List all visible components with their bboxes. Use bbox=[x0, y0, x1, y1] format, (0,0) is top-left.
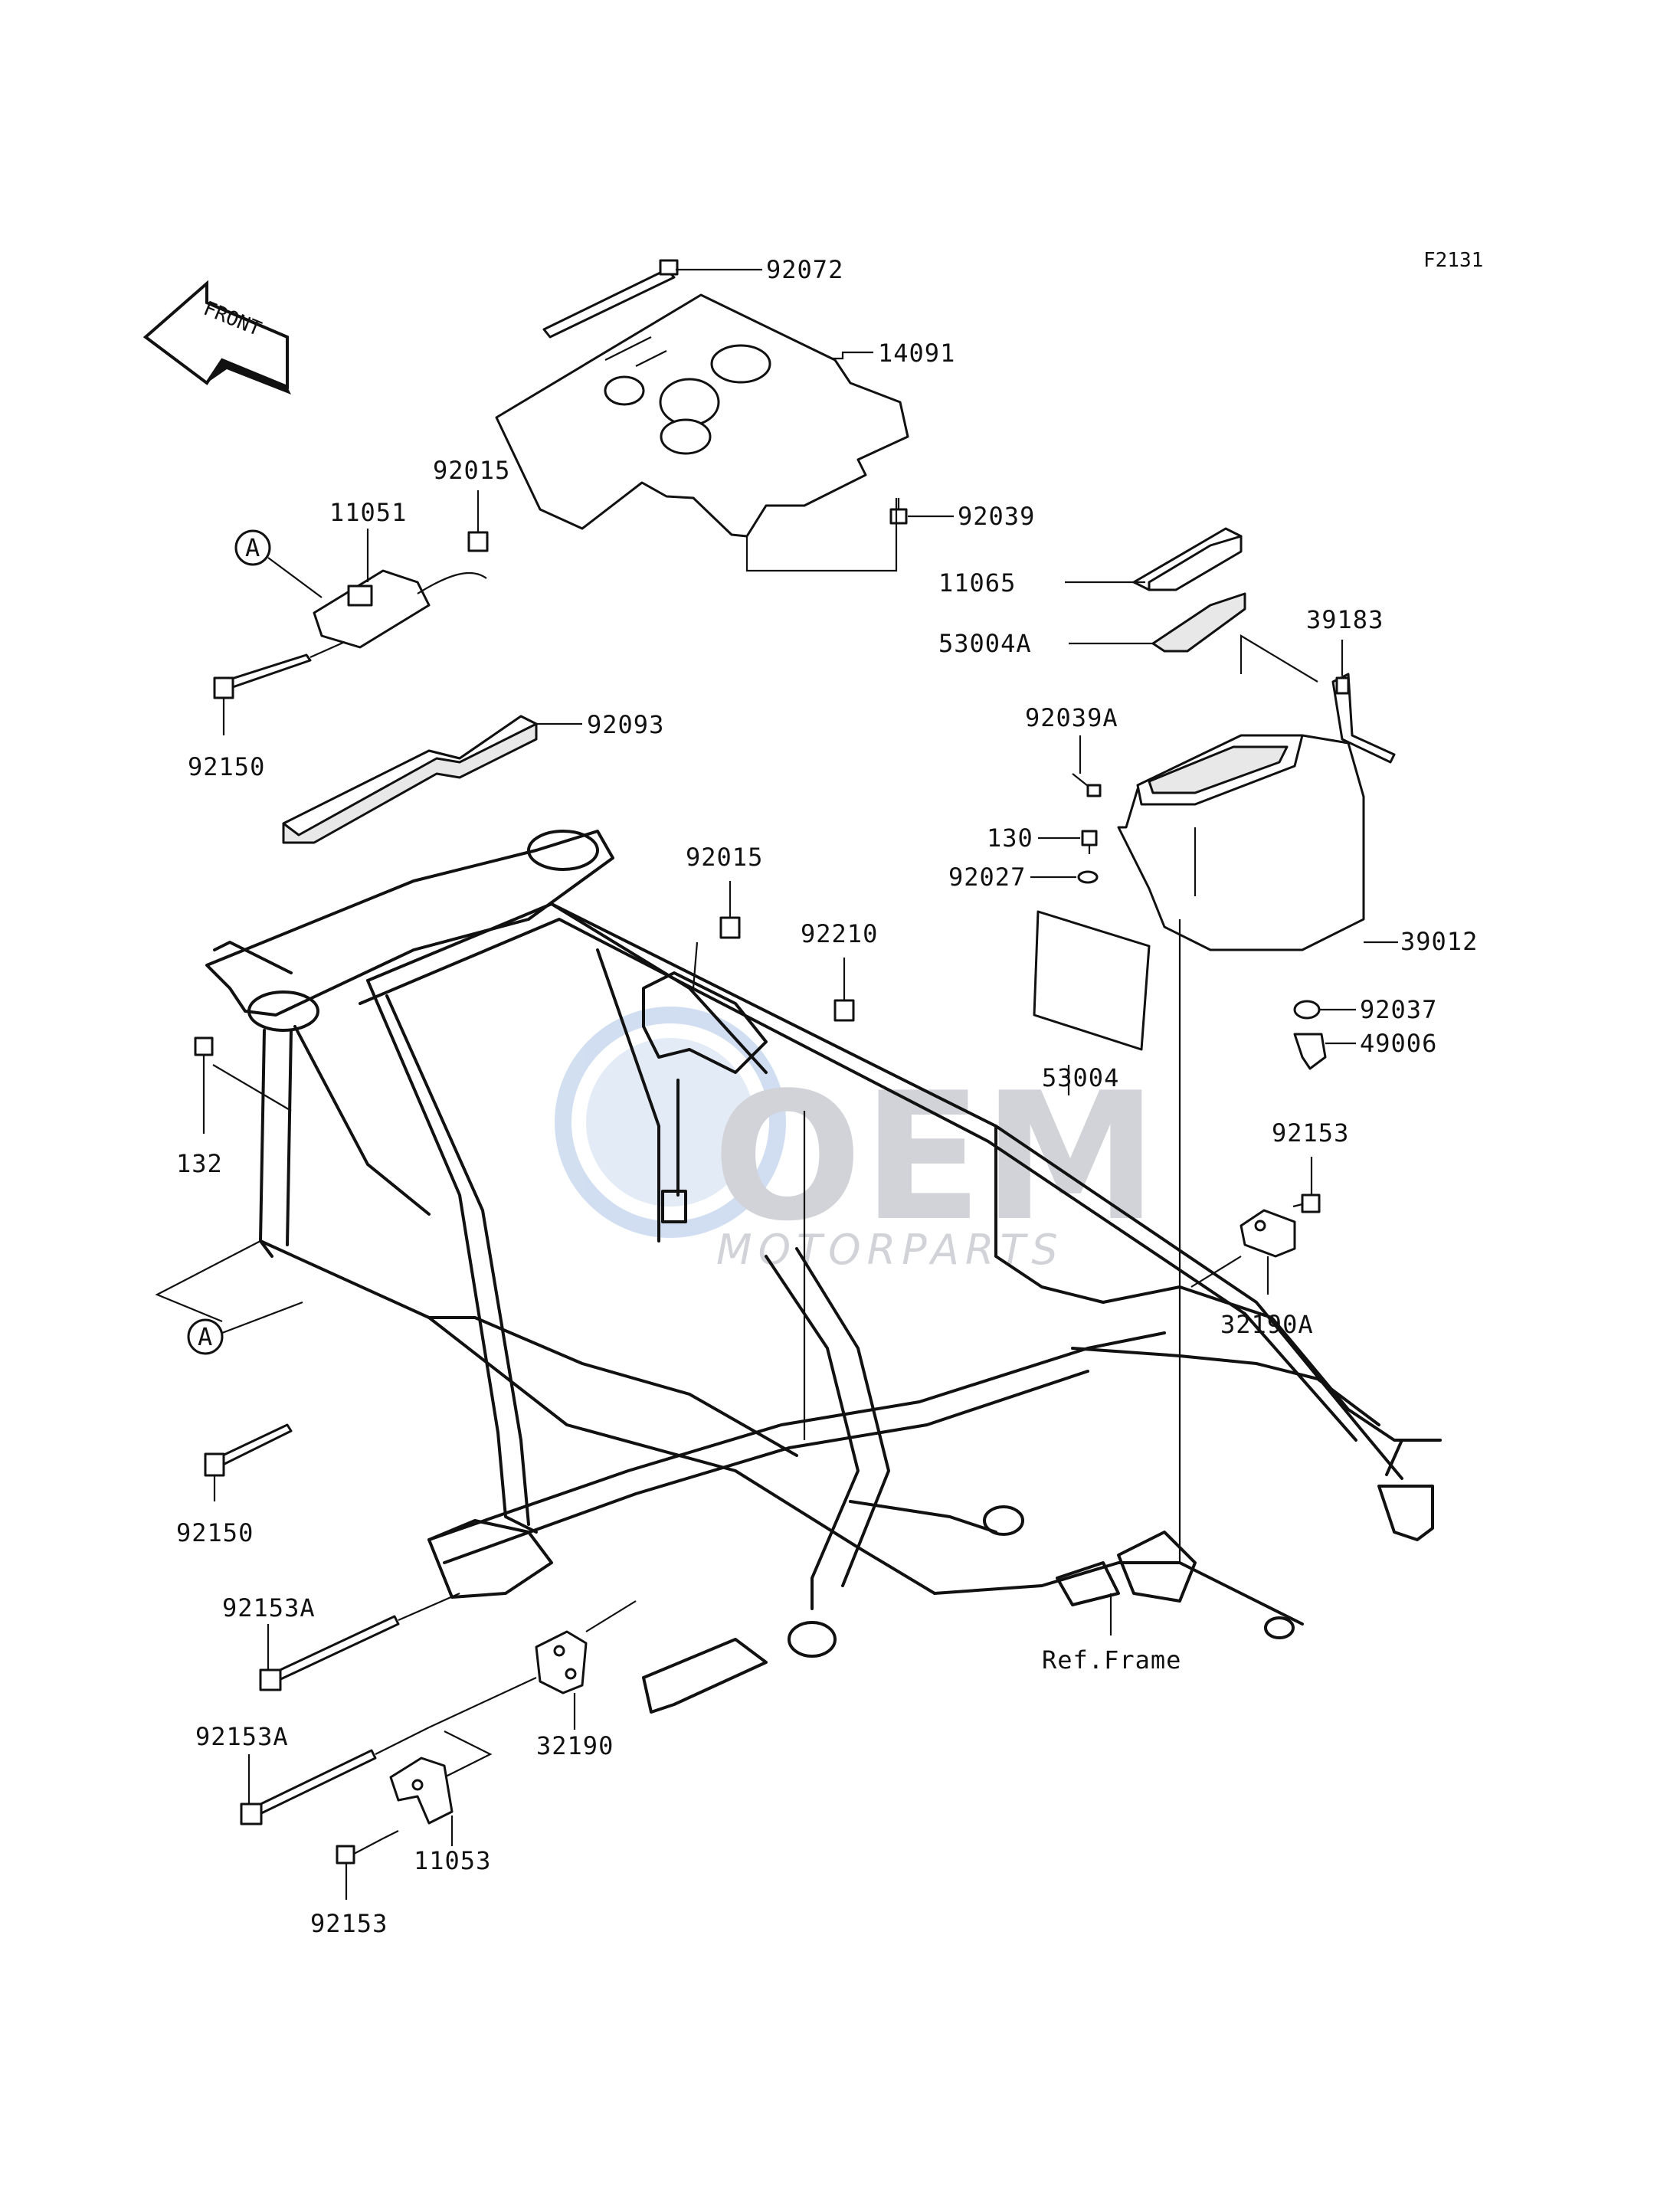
atv-frame bbox=[205, 830, 1442, 1714]
ref-frame-label: Ref.Frame bbox=[1042, 1645, 1181, 1675]
bolt-92039 bbox=[889, 498, 908, 525]
bolt-92153A-2 bbox=[240, 1749, 377, 1825]
watermark: OEM MOTORPARTS bbox=[555, 1007, 1158, 1274]
front-arrow-icon: FRONT bbox=[142, 280, 291, 395]
label-39012: 39012 bbox=[1400, 927, 1478, 956]
label-11065: 11065 bbox=[938, 568, 1016, 598]
label-92153-bottom: 92153 bbox=[310, 1909, 388, 1938]
airbox-39012 bbox=[1117, 734, 1365, 951]
diagram-code: F2131 bbox=[1423, 249, 1483, 272]
label-92093: 92093 bbox=[587, 710, 664, 739]
label-53004A: 53004A bbox=[938, 629, 1032, 658]
label-130: 130 bbox=[987, 823, 1033, 853]
label-92210: 92210 bbox=[801, 919, 878, 948]
plate-32190A bbox=[1240, 1209, 1296, 1258]
bolt-132 bbox=[194, 1036, 214, 1056]
gasket-53004A bbox=[1151, 592, 1246, 653]
label-92015-mid: 92015 bbox=[686, 843, 763, 872]
label-92150-top: 92150 bbox=[188, 752, 265, 781]
label-92039: 92039 bbox=[958, 502, 1035, 531]
label-92153A-1: 92153A bbox=[222, 1593, 316, 1622]
label-39183: 39183 bbox=[1306, 605, 1384, 634]
pad-92093 bbox=[282, 715, 538, 844]
clamp-92037 bbox=[1293, 1000, 1321, 1020]
label-132: 132 bbox=[176, 1149, 223, 1178]
nut-92015-top bbox=[467, 531, 489, 552]
filter-53004 bbox=[1033, 910, 1151, 1051]
label-92027: 92027 bbox=[948, 863, 1026, 892]
label-14091: 14091 bbox=[878, 339, 955, 368]
label-32190: 32190 bbox=[536, 1731, 614, 1760]
callout-a-bottom: A bbox=[198, 1322, 213, 1351]
label-11051: 11051 bbox=[329, 498, 407, 527]
label-92015-top: 92015 bbox=[433, 456, 510, 485]
label-92037: 92037 bbox=[1360, 995, 1437, 1024]
label-92072: 92072 bbox=[766, 255, 843, 284]
label-49006: 49006 bbox=[1360, 1029, 1437, 1058]
callout-a-top-icon bbox=[234, 529, 271, 566]
label-92150-bottom: 92150 bbox=[176, 1518, 254, 1547]
bolt-92150-bottom bbox=[204, 1423, 293, 1477]
bracket-11053 bbox=[389, 1757, 454, 1825]
screw-92039A bbox=[1072, 773, 1102, 797]
label-92153A-2: 92153A bbox=[195, 1722, 289, 1751]
label-92039A: 92039A bbox=[1025, 703, 1118, 732]
bolt-92153A-1 bbox=[259, 1615, 400, 1691]
pad-11065 bbox=[1132, 527, 1243, 591]
label-53004: 53004 bbox=[1042, 1063, 1119, 1092]
label-11053: 11053 bbox=[414, 1846, 491, 1875]
nut-92015-mid bbox=[719, 916, 741, 939]
nut-92210 bbox=[833, 999, 855, 1022]
callout-a-top: A bbox=[245, 533, 260, 562]
bracket-39183 bbox=[1331, 673, 1396, 764]
bolt-92153-right bbox=[1292, 1193, 1321, 1213]
bolt-92150-top bbox=[213, 653, 312, 699]
bolt-130 bbox=[1081, 830, 1098, 854]
callout-a-bottom-icon bbox=[187, 1318, 224, 1355]
washer-92027 bbox=[1077, 870, 1099, 884]
bolt-92153-bottom bbox=[336, 1838, 384, 1865]
label-92153-right: 92153 bbox=[1272, 1118, 1349, 1148]
plate-14091 bbox=[495, 293, 909, 538]
cable-tie-92072 bbox=[542, 259, 679, 339]
plate-32190 bbox=[535, 1630, 588, 1694]
watermark-brand: OEM bbox=[712, 1056, 1158, 1260]
bracket-11051 bbox=[313, 569, 487, 649]
cap-49006 bbox=[1293, 1033, 1327, 1070]
